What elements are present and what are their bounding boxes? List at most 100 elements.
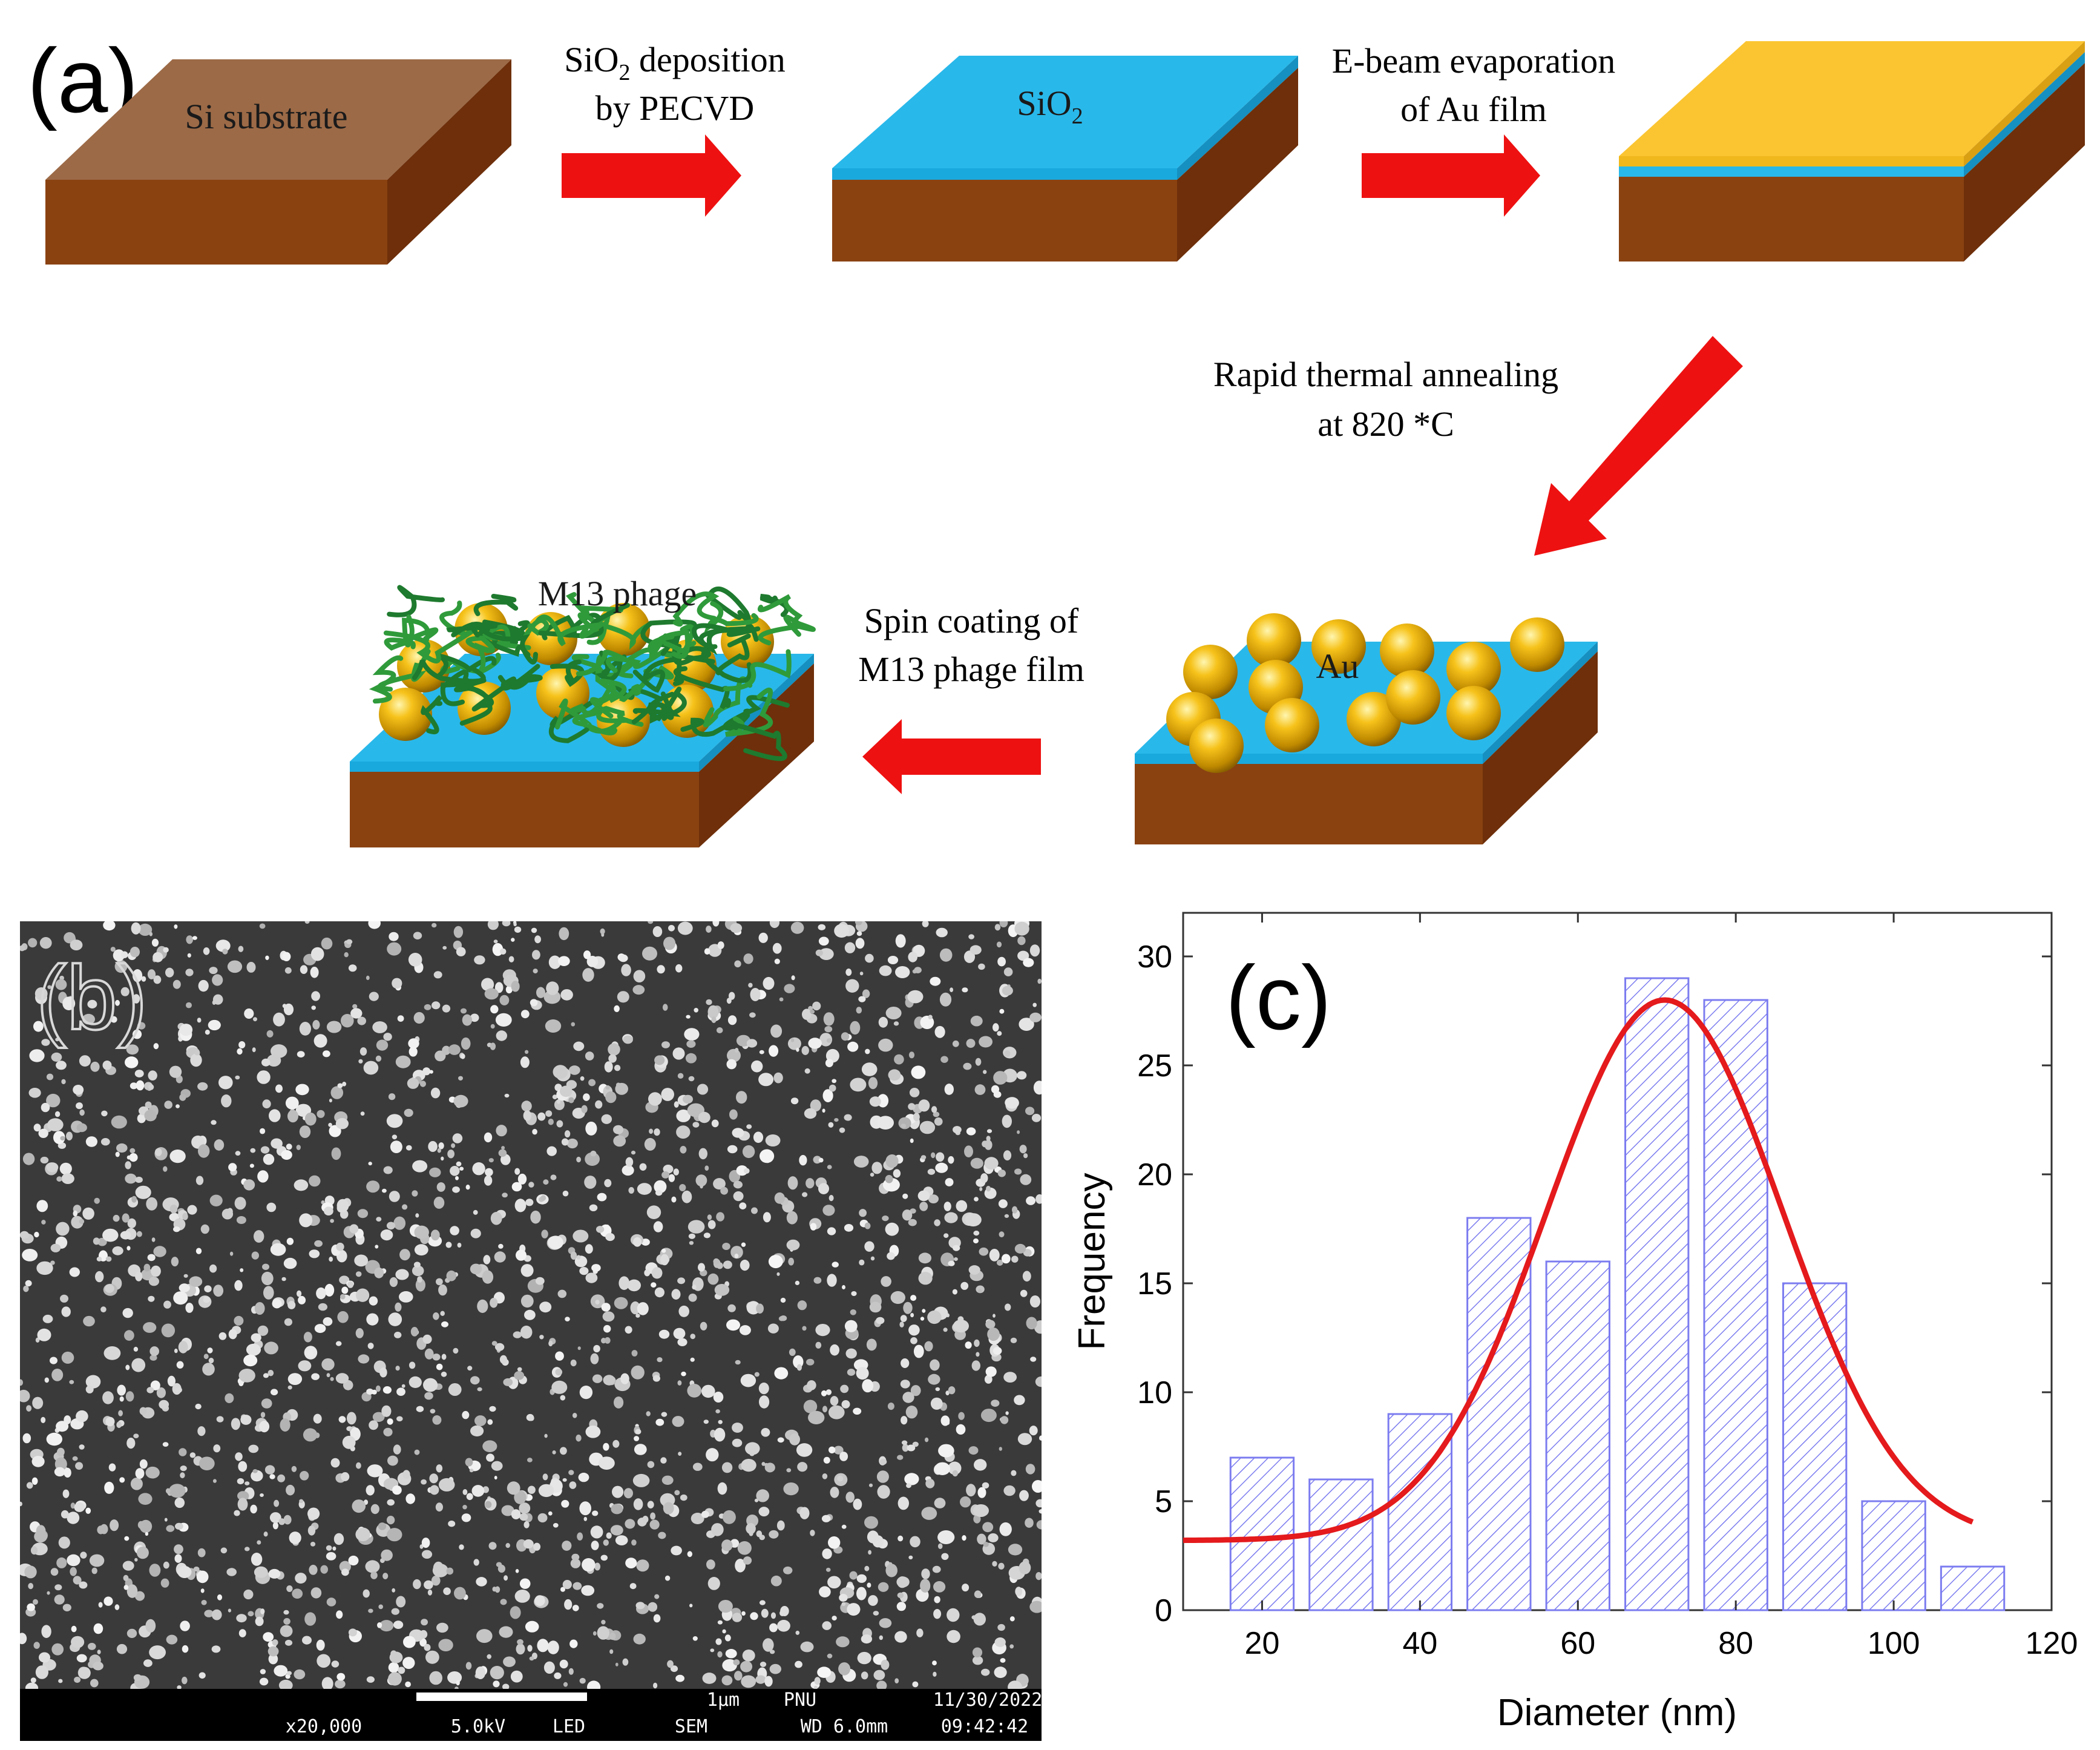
sem-particle <box>740 1373 756 1387</box>
sem-particle <box>266 1202 277 1212</box>
sem-particle <box>392 1588 396 1593</box>
sem-particle <box>652 1375 660 1382</box>
sem-particle <box>286 1671 292 1676</box>
sem-particle <box>654 1055 665 1065</box>
sem-particle <box>569 1639 578 1648</box>
sem-particle <box>25 1280 32 1287</box>
sem-particle <box>304 921 310 924</box>
sem-particle <box>475 1666 486 1679</box>
sem-particle <box>759 1395 770 1409</box>
sem-particle <box>174 1544 183 1554</box>
sem-particle <box>194 1050 200 1056</box>
scale-bar-label: 1µm <box>707 1689 740 1711</box>
sem-particle <box>93 1623 103 1634</box>
sem-particle <box>894 1054 904 1065</box>
sem-particle <box>770 1024 783 1038</box>
sem-particle <box>299 1125 311 1138</box>
sem-particle <box>335 1118 349 1130</box>
sem-particle <box>97 1237 107 1246</box>
sem-particle <box>148 1295 155 1302</box>
sem-particle <box>123 1585 129 1590</box>
sem-particle <box>503 1656 516 1667</box>
sem-particle <box>647 1501 654 1508</box>
sem-particle <box>126 1044 139 1055</box>
sem-particle <box>336 1242 344 1251</box>
sem-particle <box>60 1136 65 1141</box>
sem-particle <box>304 1112 317 1126</box>
sem-particle <box>692 1636 698 1641</box>
sem-particle <box>562 1541 572 1551</box>
sem-particle <box>459 1166 464 1171</box>
sem-particle <box>484 1175 493 1186</box>
sem-particle <box>260 1146 270 1154</box>
sem-particle <box>918 1099 930 1112</box>
sem-particle <box>280 1625 293 1637</box>
sem-particle <box>620 1373 629 1384</box>
sem-particle <box>1029 1600 1042 1613</box>
sem-particle <box>369 1296 378 1306</box>
sem-particle <box>402 1204 408 1210</box>
sem-particle <box>857 1651 871 1665</box>
sem-particle <box>749 1012 756 1018</box>
sem-particle <box>312 1020 320 1030</box>
sem-particle <box>808 1410 825 1424</box>
sem-particle <box>730 923 743 933</box>
sem-particle <box>885 1175 893 1183</box>
sem-particle <box>1017 1071 1027 1080</box>
sem-particle <box>998 1562 1005 1570</box>
sem-particle <box>615 1082 628 1095</box>
sem-particle <box>668 1174 675 1182</box>
sem-particle <box>341 1568 349 1576</box>
sem-particle <box>396 1387 405 1396</box>
sem-particle <box>660 1254 669 1266</box>
sem-particle <box>282 1004 287 1008</box>
sem-particle <box>70 1567 77 1576</box>
sem-particle <box>326 1597 336 1607</box>
sem-particle <box>187 1205 197 1215</box>
sem-particle <box>121 951 128 958</box>
histogram-bar <box>1624 977 1690 1611</box>
sem-particle <box>355 1328 364 1338</box>
sem-particle <box>122 1308 133 1318</box>
sem-particle <box>910 1138 914 1143</box>
sem-particle <box>947 1608 960 1622</box>
sem-particle <box>330 1458 340 1468</box>
sem-particle <box>31 1477 38 1485</box>
sem-particle <box>56 1222 70 1236</box>
sem-particle <box>472 1162 485 1176</box>
sem-particle <box>139 1407 147 1415</box>
sem-particle <box>338 1416 346 1423</box>
sem-particle <box>286 1484 295 1496</box>
sem-particle <box>185 969 194 976</box>
sem-particle <box>788 1257 795 1266</box>
sem-particle <box>609 1649 614 1654</box>
sem-particle <box>548 1119 554 1125</box>
sem-particle <box>287 1385 292 1390</box>
sem-particle <box>47 1591 50 1595</box>
sem-particle <box>974 1339 980 1347</box>
sem-particle <box>47 985 52 989</box>
sem-particle <box>145 1531 149 1536</box>
sem-particle <box>674 1490 680 1496</box>
sem-particle <box>94 1197 100 1204</box>
sem-particle <box>897 1496 910 1510</box>
sem-particle <box>761 1428 770 1437</box>
histogram-bars <box>1229 977 2006 1611</box>
sem-particle <box>487 1654 491 1659</box>
sem-particle <box>555 1368 563 1376</box>
sem-particle <box>677 921 693 935</box>
sem-particle <box>252 1469 258 1473</box>
sem-particle <box>62 1489 70 1498</box>
sem-particle <box>633 1633 646 1645</box>
sem-particle <box>769 1530 779 1539</box>
sem-particle <box>474 1415 487 1427</box>
sem-particle <box>171 1257 179 1267</box>
sem-particle <box>137 1114 146 1123</box>
sem-particle <box>755 1675 766 1684</box>
sem-particle <box>740 1260 750 1271</box>
sem-particle <box>773 1072 783 1084</box>
sem-particle <box>897 1455 904 1460</box>
sem-particle <box>917 1190 930 1202</box>
sem-particle <box>130 1148 136 1154</box>
sem-particle <box>511 981 520 992</box>
